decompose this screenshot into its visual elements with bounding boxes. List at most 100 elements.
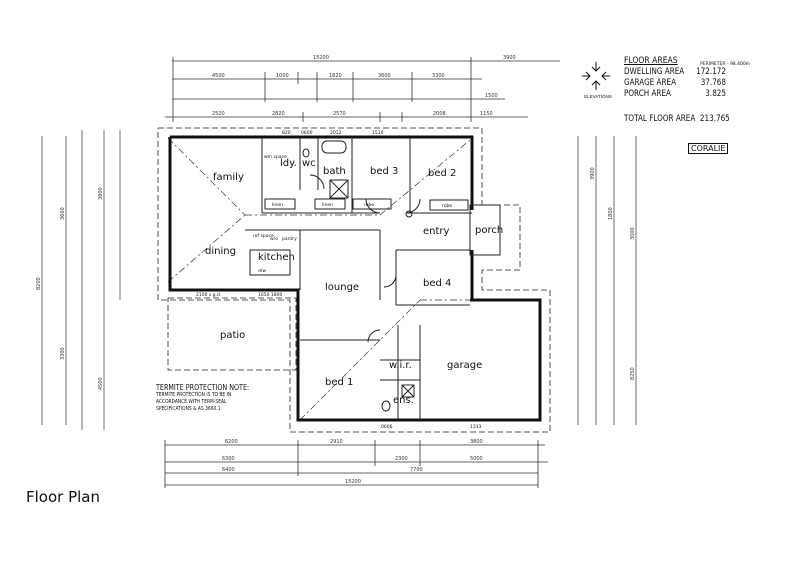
total-floor-area: TOTAL FLOOR AREA 213.765 bbox=[624, 114, 730, 124]
dim-text: 2300 bbox=[395, 456, 408, 462]
elevations-key: ELEVATIONS bbox=[576, 58, 616, 99]
dim-text: 15200 bbox=[313, 55, 329, 61]
room-label-patio: patio bbox=[220, 330, 245, 341]
dim-text: 2910 bbox=[330, 439, 343, 445]
fixture-label: d/w bbox=[258, 268, 266, 274]
perimeter-text: PERIMETER - 98.400m bbox=[700, 62, 751, 67]
door-swing bbox=[405, 198, 421, 214]
dim-text: 3300 bbox=[60, 347, 66, 360]
room-label-dining: dining bbox=[205, 246, 236, 257]
fixture-label: robe bbox=[442, 203, 452, 209]
dim-text: 6400 bbox=[222, 467, 235, 473]
dim-text: 1150 bbox=[480, 111, 493, 117]
dim-text: 3660 bbox=[60, 207, 66, 220]
dim-text: 1500 bbox=[485, 93, 498, 99]
dim-text: 3600 bbox=[378, 73, 391, 79]
dim-text: 4500 bbox=[212, 73, 225, 79]
dim-text: 15200 bbox=[345, 479, 361, 485]
fixture-label: 0606 bbox=[381, 424, 393, 430]
fixture-labels: linen linen robe robe wm space ref space… bbox=[196, 130, 482, 430]
fixture-label: wm space bbox=[264, 155, 287, 160]
dim-text: 2008 bbox=[433, 111, 446, 117]
room-labels: family dining kitchen lounge patio bed 1… bbox=[205, 158, 503, 406]
dim-text: 7700 bbox=[410, 467, 423, 473]
room-label-bed-1: bed 1 bbox=[325, 377, 353, 388]
fixture-label: pantry bbox=[282, 236, 297, 242]
top-dimensions: 15200 3900 4500 1000 1820 3600 3300 1500… bbox=[165, 55, 560, 122]
room-label-bath: bath bbox=[323, 166, 346, 177]
area-value: 3.825 bbox=[705, 89, 726, 99]
dim-text: 3900 bbox=[503, 55, 516, 61]
fixture-label: linen bbox=[322, 202, 333, 208]
area-row: PORCH AREA 3.825 bbox=[624, 89, 726, 100]
fixture-label: 1313 bbox=[470, 424, 482, 430]
room-label-bed-3: bed 3 bbox=[370, 166, 398, 177]
room-label-laundry: ldy. bbox=[280, 158, 297, 169]
toilet bbox=[302, 148, 310, 158]
room-label-wir: w.i.r. bbox=[389, 360, 412, 371]
total-label: TOTAL FLOOR AREA bbox=[624, 114, 696, 124]
room-label-ensuite: ens. bbox=[393, 395, 414, 406]
fixture-label: 1510 bbox=[372, 130, 384, 136]
door-swing bbox=[383, 274, 397, 288]
fixture-label: linen bbox=[272, 202, 283, 208]
termite-note-line: SPECIFICATIONS & AS 3660.1 bbox=[156, 406, 221, 412]
area-label: GARAGE AREA bbox=[624, 78, 677, 88]
room-label-wc: wc bbox=[302, 158, 316, 169]
toilet bbox=[381, 400, 391, 412]
dim-text: 2820 bbox=[272, 111, 285, 117]
bottom-dimensions: 6200 2910 3800 6300 2300 5000 6400 7700 … bbox=[164, 439, 548, 488]
dim-text: 3800 bbox=[98, 187, 104, 200]
dim-text: 1000 bbox=[276, 73, 289, 79]
dim-text: 2520 bbox=[212, 111, 225, 117]
dim-text: 6300 bbox=[222, 456, 235, 462]
dim-text: 4500 bbox=[98, 377, 104, 390]
design-name-box: CORALIE bbox=[688, 143, 729, 154]
room-label-garage: garage bbox=[447, 360, 482, 371]
dim-text: 1820 bbox=[329, 73, 342, 79]
termite-note-line: TERMITE PROTECTION IS TO BE IN bbox=[156, 392, 232, 398]
kitchen-bench bbox=[249, 249, 291, 276]
room-label-family: family bbox=[213, 172, 244, 183]
smoke-detector bbox=[405, 210, 413, 218]
patio-area bbox=[167, 297, 297, 371]
right-dimensions: 3900 1800 3000 8250 bbox=[577, 136, 637, 425]
page-title: Floor Plan bbox=[26, 488, 100, 506]
dim-text: 8250 bbox=[630, 367, 636, 380]
walls bbox=[168, 135, 542, 422]
fixture-label: robe bbox=[364, 202, 374, 208]
elevations-label: ELEVATIONS bbox=[584, 94, 612, 99]
elevation-arrows-icon bbox=[582, 62, 610, 90]
room-label-bed-4: bed 4 bbox=[423, 278, 451, 289]
door-swing bbox=[309, 174, 325, 190]
termite-note-heading: TERMITE PROTECTION NOTE: bbox=[156, 383, 250, 392]
room-label-lounge: lounge bbox=[325, 282, 359, 293]
dim-text: 1800 bbox=[608, 207, 614, 220]
left-dimensions: 8200 3660 3300 3800 4500 bbox=[36, 130, 121, 430]
fixture-label: 2012 bbox=[330, 130, 342, 136]
floor-areas-heading: FLOOR AREAS bbox=[624, 56, 678, 66]
area-label: PORCH AREA bbox=[624, 89, 671, 99]
dim-text: 3800 bbox=[470, 439, 483, 445]
fixture-label: 820 bbox=[282, 130, 291, 136]
porch-outline bbox=[469, 204, 501, 256]
dim-text: 3900 bbox=[590, 167, 596, 180]
area-value: 37.768 bbox=[700, 78, 726, 88]
fixture-label: 2100 s.g.d. bbox=[196, 292, 221, 298]
dim-text: 8200 bbox=[36, 277, 42, 290]
termite-note: TERMITE PROTECTION NOTE: TERMITE PROTECT… bbox=[156, 383, 249, 413]
bathtub bbox=[321, 140, 347, 154]
dim-text: 2570 bbox=[333, 111, 346, 117]
dim-text: 5000 bbox=[470, 456, 483, 462]
dim-text: 6200 bbox=[225, 439, 238, 445]
dim-text: 3000 bbox=[630, 227, 636, 240]
room-label-entry: entry bbox=[423, 226, 450, 237]
termite-note-line: ACCORDANCE WITH TERM-SEAL bbox=[156, 399, 227, 405]
room-label-porch: porch bbox=[475, 225, 503, 236]
area-label: DWELLING AREA bbox=[624, 67, 685, 77]
fixture-label: 0600 bbox=[301, 130, 313, 136]
fixture-label: ref space bbox=[253, 233, 274, 239]
